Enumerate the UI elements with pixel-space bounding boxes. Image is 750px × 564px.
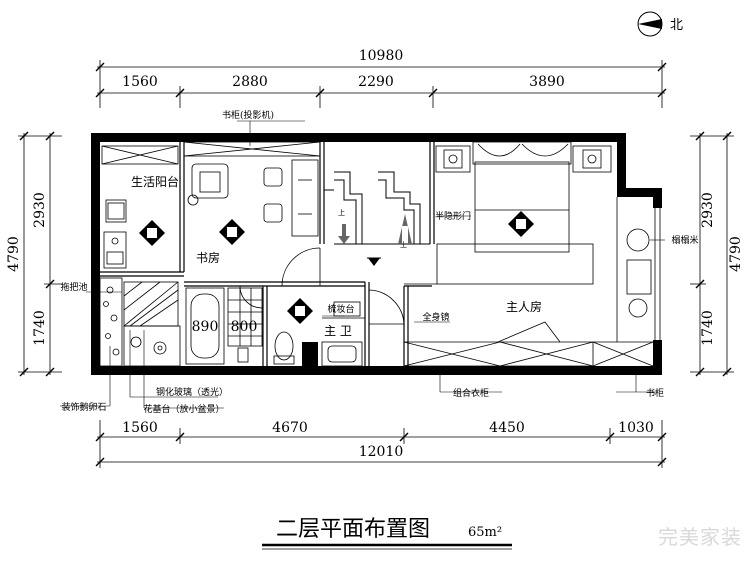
bathroom-fixtures <box>185 287 365 367</box>
room-bath: 主 卫 <box>324 324 352 338</box>
label-mop-sink: 拖把池 <box>60 281 87 293</box>
stair-mark-down: 上 <box>338 208 345 217</box>
door-swings <box>239 247 405 325</box>
label-combo-wardrobe: 组合衣柜 <box>453 387 489 399</box>
bottom-dim-1: 1560 <box>122 420 158 436</box>
lamp-symbols <box>443 149 602 169</box>
label-planter: 花基台（放小盆景） <box>143 403 224 415</box>
label-bookcase-projector: 书柜(投影机) <box>222 109 274 121</box>
right-dim-1: 2930 <box>700 192 716 228</box>
drawing-area: 65m² <box>468 525 502 540</box>
right-total-dim: 4790 <box>728 236 744 272</box>
left-dimension-lines <box>18 131 62 377</box>
stair-up-arrow-icon <box>398 214 412 244</box>
stair-mark-up: 上 <box>400 240 407 249</box>
top-dimension-lines <box>95 60 667 108</box>
room-study: 书房 <box>196 250 220 265</box>
leader-lines <box>60 120 665 409</box>
left-dim-1: 2930 <box>32 192 48 228</box>
bottom-dim-2: 4670 <box>272 420 308 436</box>
exterior-walls <box>91 133 662 375</box>
label-mirror: 全身镜 <box>422 311 449 323</box>
north-label: 北 <box>670 18 683 33</box>
drawing-title: 二层平面布置图 <box>276 517 430 542</box>
balcony-planter-area <box>99 277 181 367</box>
bottom-total-dim: 12010 <box>359 444 404 460</box>
elevation-markers <box>139 211 534 324</box>
bottom-dimension-lines <box>95 420 667 468</box>
stair-down-arrow-icon <box>338 224 350 244</box>
master-furniture <box>403 141 654 367</box>
top-dim-1: 1560 <box>122 74 158 90</box>
left-dim-2: 1740 <box>32 310 48 346</box>
top-dim-4: 3890 <box>529 74 565 90</box>
top-total-dim: 10980 <box>359 48 404 64</box>
room-master: 主人房 <box>506 299 542 314</box>
label-half-hidden-door: 半隐形门 <box>435 210 471 222</box>
bottom-dim-4: 1030 <box>618 420 654 436</box>
label-vanity: 梳妆台 <box>327 303 354 315</box>
top-dim-2: 2880 <box>232 74 268 90</box>
watermark: 完美家装 <box>658 525 742 549</box>
study-furniture <box>183 141 321 237</box>
bottom-dim-3: 4450 <box>489 420 525 436</box>
right-dim-2: 1740 <box>700 310 716 346</box>
bath-dim-1: 890 <box>192 319 219 335</box>
north-arrow-icon <box>637 11 663 37</box>
label-decor-stone: 装饰鹅卵石 <box>61 401 106 413</box>
label-glass-skylight: 钢化玻璃（透光） <box>156 386 228 398</box>
balcony-fixtures <box>101 145 179 269</box>
left-total-dim: 4790 <box>6 236 22 272</box>
top-dim-3: 2290 <box>358 74 394 90</box>
bath-dim-2: 800 <box>231 319 258 335</box>
label-tatami: 榻榻米 <box>671 234 698 246</box>
label-bookcase: 书柜 <box>646 387 664 399</box>
staircase <box>324 171 430 245</box>
room-balcony: 生活阳台 <box>131 174 179 189</box>
right-dimension-lines <box>690 131 734 377</box>
east-window <box>654 208 661 340</box>
